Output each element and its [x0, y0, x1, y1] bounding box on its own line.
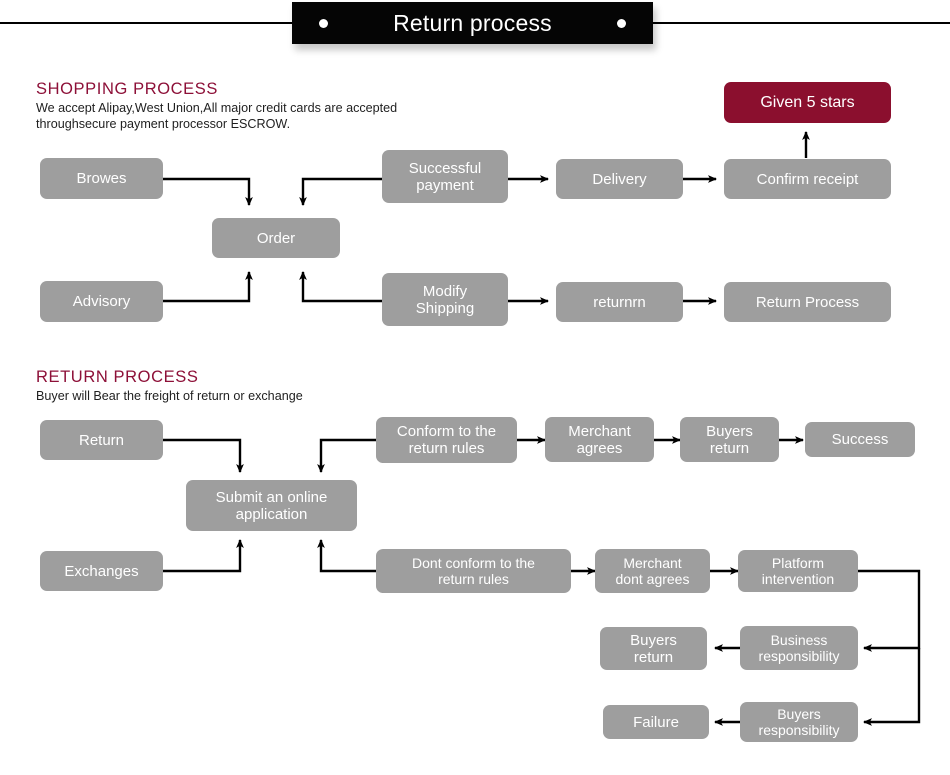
- shopping-process-heading: SHOPPING PROCESS: [36, 80, 218, 98]
- node-given-5-stars[interactable]: Given 5 stars: [724, 82, 891, 123]
- node-failure[interactable]: Failure: [603, 705, 709, 739]
- node-modify-shipping[interactable]: Modify Shipping: [382, 273, 508, 326]
- header-plate: Return process: [292, 2, 653, 44]
- node-confirm-receipt[interactable]: Confirm receipt: [724, 159, 891, 199]
- node-dont-conform-rules[interactable]: Dont conform to the return rules: [376, 549, 571, 593]
- node-order[interactable]: Order: [212, 218, 340, 258]
- node-return-process[interactable]: Return Process: [724, 282, 891, 322]
- node-delivery[interactable]: Delivery: [556, 159, 683, 199]
- header-dot-left-icon: [319, 19, 328, 28]
- node-buyers-responsibility[interactable]: Buyers responsibility: [740, 702, 858, 742]
- node-conform-rules[interactable]: Conform to the return rules: [376, 417, 517, 463]
- node-merchant-dont-agrees[interactable]: Merchant dont agrees: [595, 549, 710, 593]
- node-exchanges[interactable]: Exchanges: [40, 551, 163, 591]
- node-platform-intervention[interactable]: Platform intervention: [738, 550, 858, 592]
- node-buyers-return-mid[interactable]: Buyers return: [600, 627, 707, 670]
- node-buyers-return-top[interactable]: Buyers return: [680, 417, 779, 462]
- node-success[interactable]: Success: [805, 422, 915, 457]
- header-rule-right: [653, 22, 950, 24]
- shopping-process-description: We accept Alipay,West Union,All major cr…: [36, 101, 398, 131]
- node-submit-online-application[interactable]: Submit an online application: [186, 480, 357, 531]
- header-dot-right-icon: [617, 19, 626, 28]
- return-process-description: Buyer will Bear the freight of return or…: [36, 389, 303, 403]
- return-process-heading: RETURN PROCESS: [36, 368, 199, 386]
- header-rule-left: [0, 22, 293, 24]
- node-successful-payment[interactable]: Successful payment: [382, 150, 508, 203]
- page-header-banner: Return process: [0, 0, 950, 56]
- node-return[interactable]: Return: [40, 420, 163, 460]
- node-browes[interactable]: Browes: [40, 158, 163, 199]
- node-merchant-agrees[interactable]: Merchant agrees: [545, 417, 654, 462]
- node-advisory[interactable]: Advisory: [40, 281, 163, 322]
- node-returnrn[interactable]: returnrn: [556, 282, 683, 322]
- page-title: Return process: [393, 10, 552, 36]
- node-business-responsibility[interactable]: Business responsibility: [740, 626, 858, 670]
